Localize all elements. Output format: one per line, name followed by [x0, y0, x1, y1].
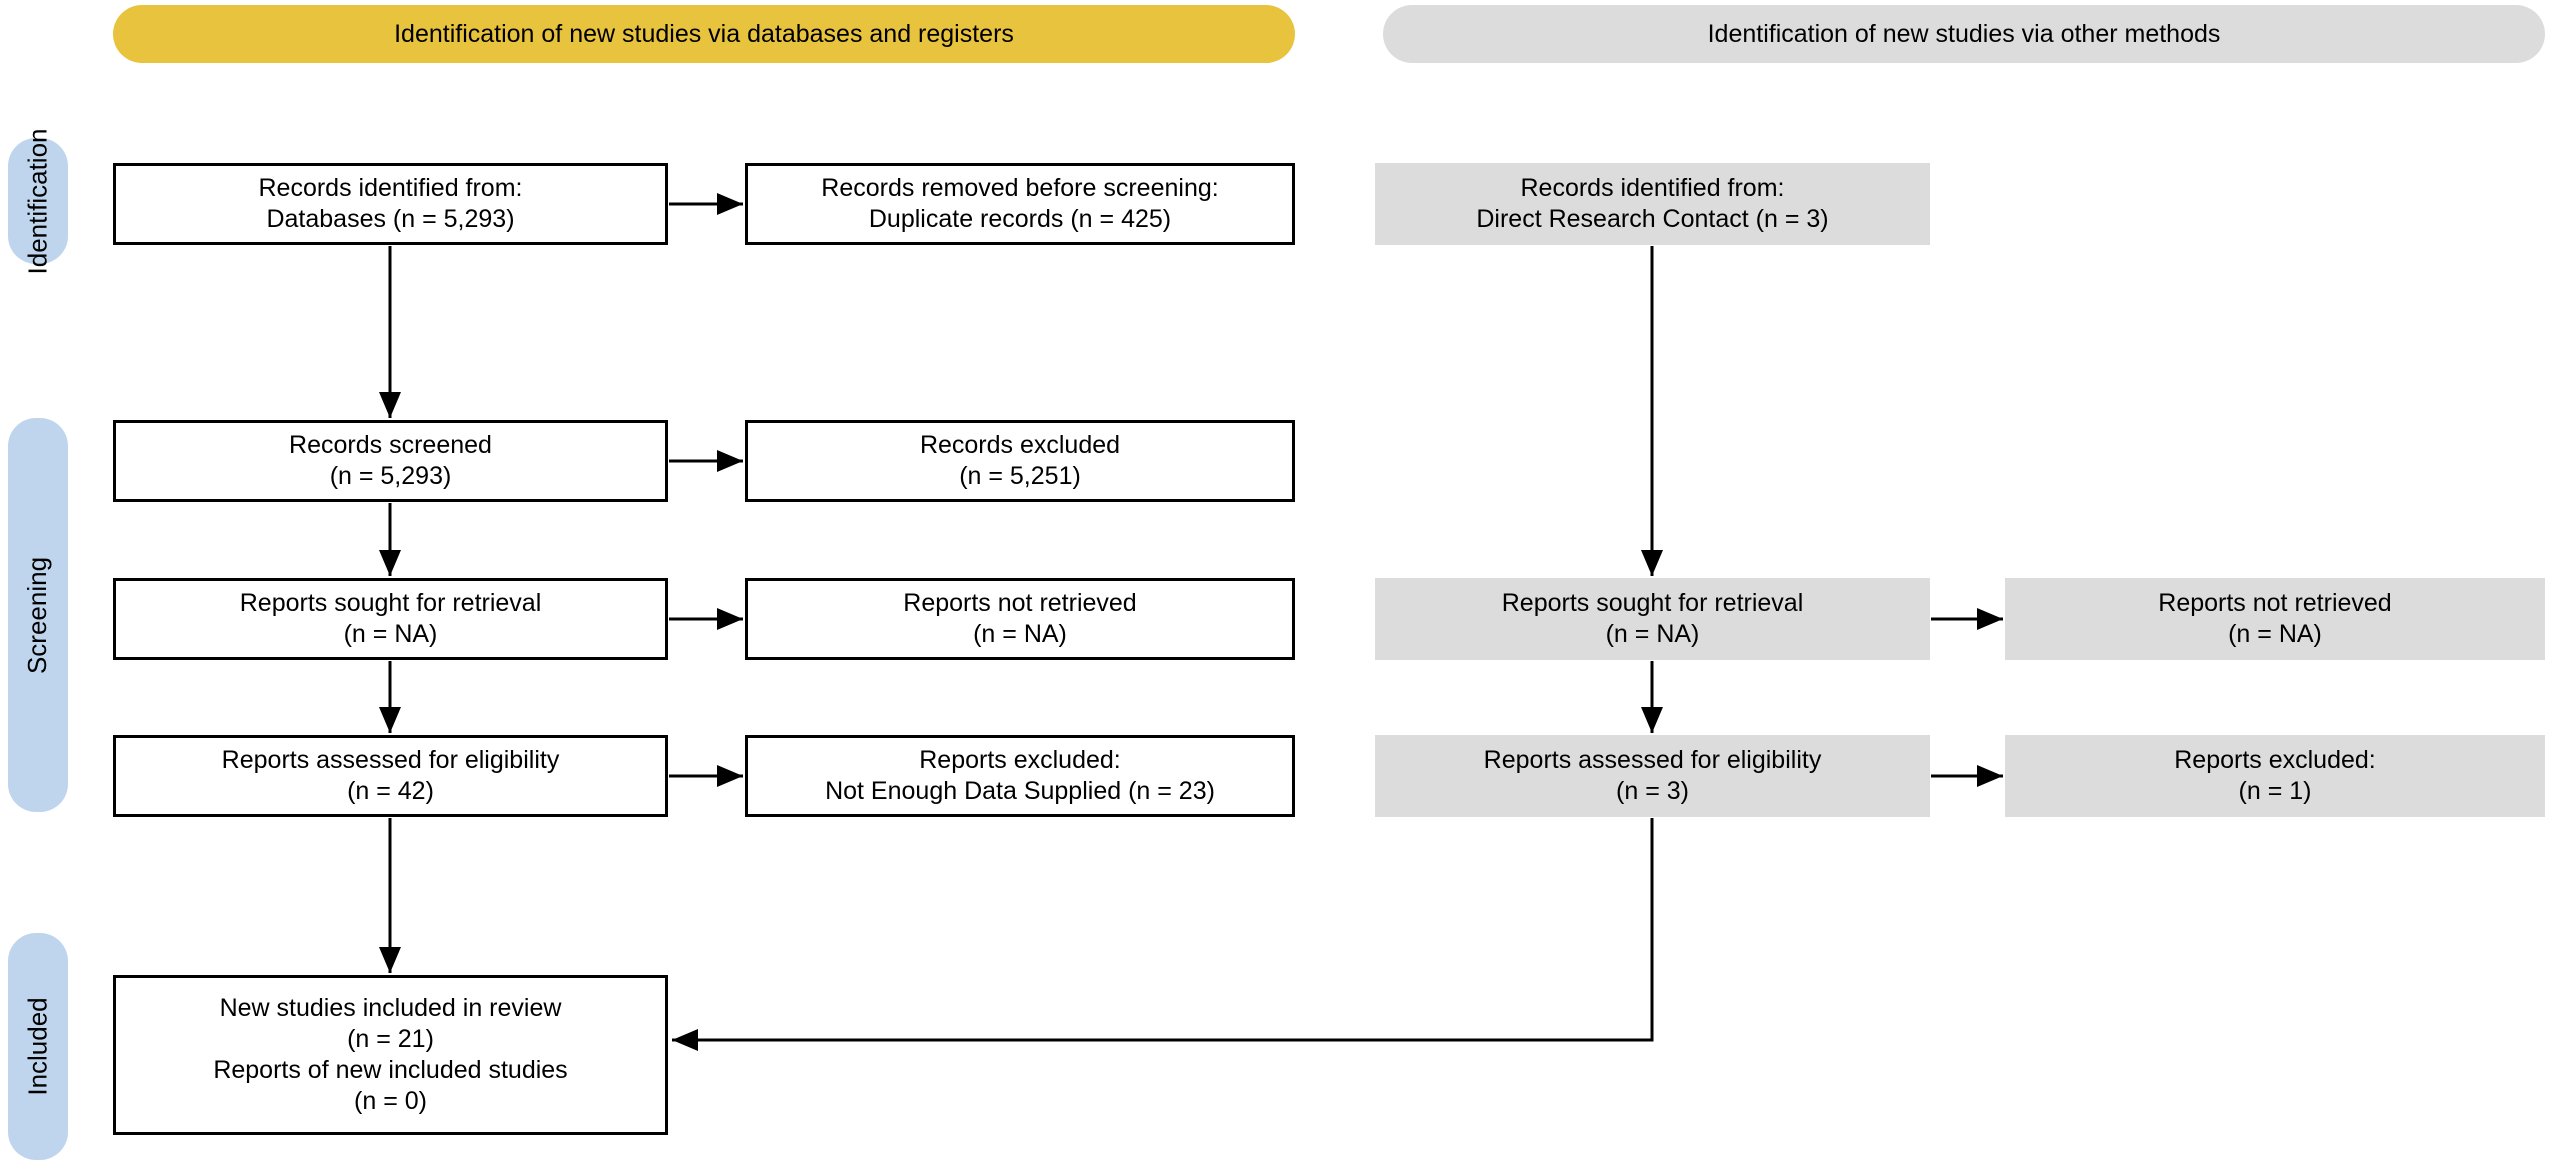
box-line: Records screened [289, 431, 492, 459]
stage-screening: Screening [8, 418, 68, 812]
box-line: Not Enough Data Supplied (n = 23) [825, 777, 1215, 805]
stage-included: Included [8, 933, 68, 1160]
header-other-methods-label: Identification of new studies via other … [1707, 19, 2221, 48]
stage-included-label: Included [22, 997, 53, 1096]
box-reports-sought-other: Reports sought for retrieval (n = NA) [1375, 578, 1930, 660]
box-line: Reports excluded: [919, 746, 1121, 774]
header-other-methods: Identification of new studies via other … [1383, 5, 2545, 63]
stage-identification: Identification [8, 128, 68, 274]
box-reports-not-retrieved-other: Reports not retrieved (n = NA) [2005, 578, 2545, 660]
box-line: Reports excluded: [2174, 746, 2376, 774]
box-reports-assessed-other: Reports assessed for eligibility (n = 3) [1375, 735, 1930, 817]
box-reports-assessed-databases: Reports assessed for eligibility (n = 42… [113, 735, 668, 817]
box-reports-excluded-databases: Reports excluded: Not Enough Data Suppli… [745, 735, 1295, 817]
box-line: Reports not retrieved [2158, 589, 2392, 617]
box-line: Records identified from: [258, 174, 523, 202]
box-records-removed-before-screening: Records removed before screening: Duplic… [745, 163, 1295, 245]
box-line: Reports of new included studies [213, 1056, 568, 1084]
box-records-screened: Records screened (n = 5,293) [113, 420, 668, 502]
box-line: (n = 5,293) [329, 462, 452, 490]
box-line: Reports assessed for eligibility [1483, 746, 1822, 774]
box-reports-sought-databases: Reports sought for retrieval (n = NA) [113, 578, 668, 660]
box-line: (n = NA) [973, 620, 1067, 648]
box-line: Databases (n = 5,293) [266, 205, 515, 233]
box-reports-not-retrieved-databases: Reports not retrieved (n = NA) [745, 578, 1295, 660]
box-line: (n = 21) [347, 1025, 434, 1053]
header-databases-registers: Identification of new studies via databa… [113, 5, 1295, 63]
box-line: (n = 1) [2238, 777, 2312, 805]
box-records-identified-databases: Records identified from: Databases (n = … [113, 163, 668, 245]
stage-screening-label: Screening [22, 556, 53, 674]
box-line: Direct Research Contact (n = 3) [1476, 205, 1829, 233]
box-line: New studies included in review [219, 994, 562, 1022]
box-line: Reports sought for retrieval [239, 589, 542, 617]
box-line: (n = NA) [343, 620, 438, 648]
box-line: Reports not retrieved [903, 589, 1137, 617]
box-records-excluded: Records excluded (n = 5,251) [745, 420, 1295, 502]
box-line: (n = 5,251) [959, 462, 1081, 490]
box-line: Records identified from: [1520, 174, 1785, 202]
box-reports-excluded-other: Reports excluded: (n = 1) [2005, 735, 2545, 817]
stage-identification-label: Identification [22, 128, 53, 274]
box-new-studies-included: New studies included in review (n = 21) … [113, 975, 668, 1135]
box-line: (n = 3) [1616, 777, 1689, 805]
arrow-other-assessed-to-included [672, 818, 1654, 1051]
box-line: Records excluded [919, 431, 1121, 459]
box-line: (n = 42) [347, 777, 434, 805]
box-records-identified-other: Records identified from: Direct Research… [1375, 163, 1930, 245]
box-line: Records removed before screening: [821, 174, 1219, 202]
box-line: Reports sought for retrieval [1501, 589, 1804, 617]
box-line: (n = NA) [2228, 620, 2322, 648]
box-line: Reports assessed for eligibility [221, 746, 560, 774]
box-line: Duplicate records (n = 425) [868, 205, 1172, 233]
box-line: (n = 0) [354, 1087, 427, 1115]
box-line: (n = NA) [1605, 620, 1700, 648]
header-databases-label: Identification of new studies via databa… [394, 19, 1014, 48]
